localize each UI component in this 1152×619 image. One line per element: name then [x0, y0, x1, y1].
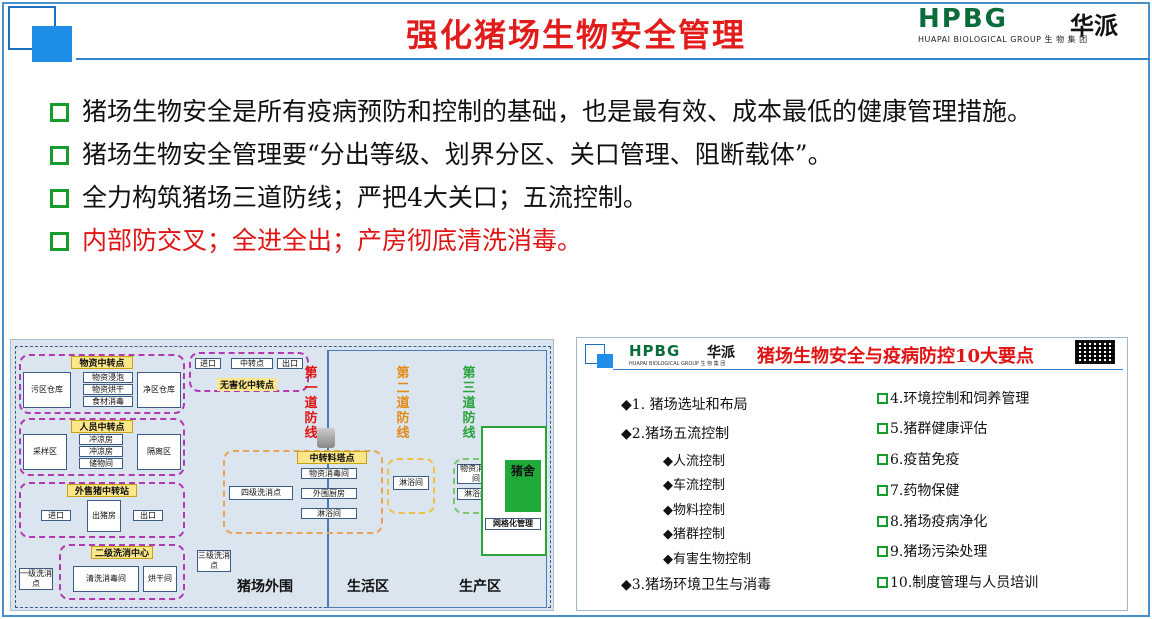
first-wash-point: 一级洗消点 [19, 568, 53, 590]
outer-shower: 淋浴间 [301, 508, 357, 519]
key-points-panel: HPBG 华派 HUAPAI BIOLOGICAL GROUP 生 物 集 团 … [576, 337, 1128, 611]
logo-subtitle: HUAPAI BIOLOGICAL GROUP 生 物 集 团 [918, 35, 1088, 44]
green-box-icon [877, 516, 888, 527]
bullet-list: 猪场生物安全是所有疫病预防和控制的基础，也是最有效、成本最低的健康管理措施。 猪… [48, 94, 1142, 266]
bullet-item-highlight: 内部防交叉；全进全出；产房彻底清洗消毒。 [48, 223, 1142, 258]
checkbox-square-icon [50, 189, 69, 208]
fourth-wash-point: 四级洗消点 [229, 486, 293, 500]
bullet-item: 猪场生物安全管理要“分出等级、划界分区、关口管理、阻断载体”。 [48, 137, 1142, 172]
qr-code [1075, 340, 1115, 364]
panel-logo-text: HPBG [629, 342, 681, 360]
zone-outer-label: 猪场外围 [237, 579, 293, 595]
checkbox-square-icon [50, 103, 69, 122]
left-subpoint: ◆车流控制 [663, 478, 725, 493]
farm-layout-diagram: 物资中转点 污区仓库 物资浸泡 物资烘干 食材消毒 净区仓库 人员中转点 采样区… [10, 339, 554, 611]
company-logo: HPBG 华派 HUAPAI BIOLOGICAL GROUP 生 物 集 团 [918, 4, 1148, 48]
bullet-item: 猪场生物安全是所有疫病预防和控制的基础，也是最有效、成本最低的健康管理措施。 [48, 94, 1142, 129]
title-rule [76, 58, 1150, 60]
logo-text: HPBG [918, 4, 1008, 34]
harmless-label: 无害化中转点 [217, 378, 278, 391]
material-center-label: 物资中转点 [71, 356, 133, 369]
material-dry: 物资烘干 [83, 384, 133, 395]
green-box-icon [877, 393, 888, 404]
feed-tower-icon [317, 428, 335, 448]
staff-center-label: 人员中转点 [71, 420, 133, 433]
dry-room: 烘干间 [143, 566, 177, 592]
wash-center-label: 二级洗消中心 [91, 546, 153, 559]
panel-title: 猪场生物安全与疫病防控10大要点 [757, 346, 1035, 367]
corner-decoration-fill [32, 26, 72, 62]
green-box-icon [877, 577, 888, 588]
shower-room-2: 冲凉房 [79, 446, 123, 457]
top-transfer: 中转点 [231, 358, 273, 369]
zone-production-label: 生产区 [459, 579, 501, 595]
sampling-area: 采样区 [23, 434, 67, 470]
divider [327, 350, 329, 608]
second-defense-line: 第二道防线 [396, 366, 410, 441]
material-center-zone [19, 354, 185, 414]
clean-warehouse: 净区仓库 [137, 372, 181, 408]
barn-label: 猪舍 [510, 464, 535, 478]
bullet-item: 全力构筑猪场三道防线；严把4大关口；五流控制。 [48, 180, 1142, 215]
feed-tower-label: 中转料塔点 [297, 451, 367, 464]
right-point: 10.制度管理与人员培训 [877, 572, 1038, 592]
green-box-icon [877, 485, 888, 496]
storage-room: 储物间 [79, 458, 123, 469]
right-point: 7.药物保健 [877, 480, 959, 500]
living-shower: 淋浴间 [393, 476, 429, 490]
panel-logo-subtitle: HUAPAI BIOLOGICAL GROUP 生 物 集 团 [629, 361, 726, 367]
left-point: ◆1. 猪场选址和布局 [621, 397, 748, 413]
left-point: ◆2.猪场五流控制 [621, 426, 730, 442]
third-wash-point: 三级洗消点 [197, 550, 231, 572]
food-disinfect: 食材消毒 [83, 396, 133, 407]
right-point: 4.环境控制和饲养管理 [877, 388, 1029, 408]
dirty-warehouse: 污区仓库 [23, 372, 71, 408]
material-disinfect-room: 物资消毒间 [301, 468, 357, 479]
pig-station-label: 外售猪中转站 [67, 484, 137, 497]
green-box-icon [877, 454, 888, 465]
living-shower-zone [387, 458, 435, 514]
wash-center-zone [59, 544, 185, 600]
green-box-icon [877, 423, 888, 434]
logo-cn: 华派 [1070, 12, 1118, 40]
isolation-area: 隔离区 [137, 434, 181, 470]
right-point: 8.猪场疫病净化 [877, 511, 987, 531]
harmless-zone [189, 352, 309, 392]
green-box-icon [877, 546, 888, 557]
zone-living-label: 生活区 [347, 579, 389, 595]
wash-room: 清洗消毒间 [73, 566, 139, 592]
left-subpoint: ◆物料控制 [663, 503, 725, 518]
outer-kitchen: 外围厨房 [301, 488, 357, 499]
page-title: 强化猪场生物安全管理 [405, 16, 746, 54]
station-exit: 出口 [133, 510, 163, 521]
right-point: 9.猪场污染处理 [877, 541, 987, 561]
staff-center-zone [19, 418, 185, 476]
grid-management: 网格化管理 [485, 518, 541, 530]
panel-logo-cn: 华派 [707, 345, 735, 361]
first-defense-line: 第一道防线 [304, 366, 318, 441]
barn-block [505, 460, 541, 512]
material-soak: 物资浸泡 [83, 372, 133, 383]
outer-boundary [15, 346, 551, 608]
left-subpoint: ◆人流控制 [663, 454, 725, 469]
right-point: 6.疫苗免疫 [877, 449, 959, 469]
left-subpoint: ◆有害生物控制 [663, 552, 751, 567]
panel-corner-fill [597, 354, 613, 368]
panel-rule [613, 369, 1123, 370]
checkbox-square-icon [50, 146, 69, 165]
top-exit: 出口 [277, 358, 303, 369]
shower-room-1: 冲凉房 [79, 434, 123, 445]
top-entrance: 进口 [195, 358, 221, 369]
station-entrance: 进口 [41, 510, 71, 521]
left-point: ◆3.猪场环境卫生与消毒 [621, 577, 772, 593]
checkbox-square-icon [50, 232, 69, 251]
right-point: 5.猪群健康评估 [877, 418, 987, 438]
pig-station-zone [19, 482, 185, 538]
third-defense-line: 第三道防线 [462, 366, 476, 441]
left-subpoint: ◆猪群控制 [663, 527, 725, 542]
loading-room: 出猪房 [87, 500, 121, 532]
